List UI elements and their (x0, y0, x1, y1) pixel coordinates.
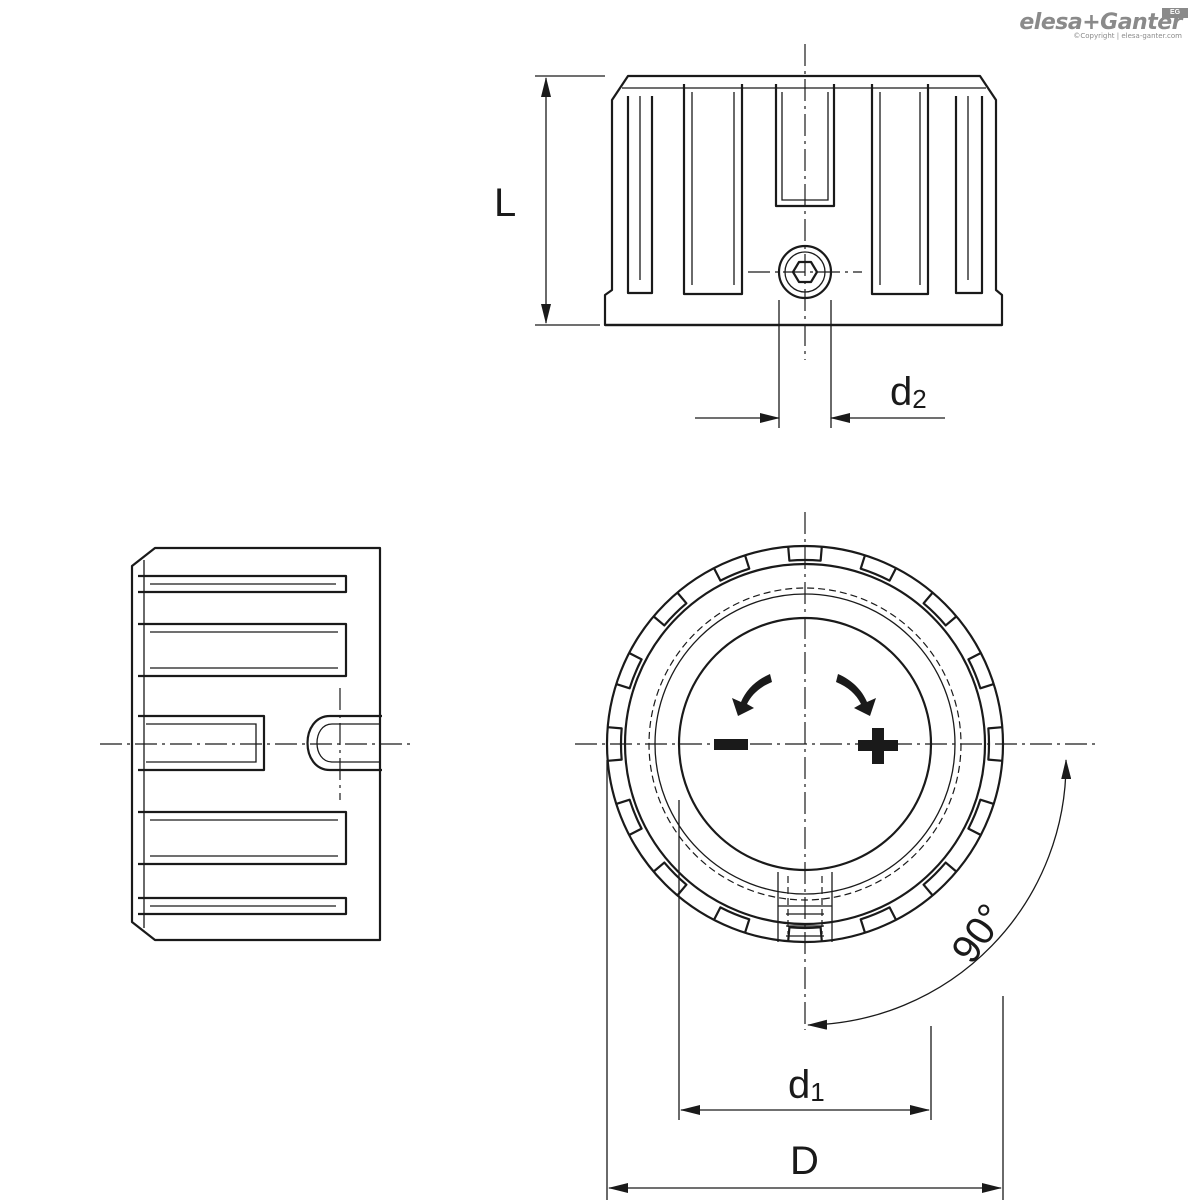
dimension-d1-label: d1 (788, 1063, 825, 1107)
ring-notch (652, 591, 688, 627)
side-flute (138, 622, 348, 678)
side-screw-boss (306, 714, 382, 772)
side-view-outline (130, 546, 382, 942)
ring-notch (652, 861, 688, 897)
ring-notch (922, 591, 958, 627)
side-view (100, 546, 410, 942)
front-view (603, 44, 1004, 360)
ring-notch (967, 651, 995, 690)
ring-notch (922, 861, 958, 897)
plus-symbol (858, 728, 898, 764)
logo-text: elesa+Ganter (1019, 10, 1182, 35)
angle-label: 90° (943, 896, 1014, 971)
dimension-D: D (608, 1139, 1002, 1193)
dimension-D-label: D (790, 1139, 819, 1183)
side-flute (138, 896, 348, 916)
dimension-d2-label: d2 (890, 370, 927, 414)
ring-notch (712, 906, 751, 934)
dimension-L: L (494, 75, 605, 326)
logo-badge: EG (1162, 8, 1188, 18)
ring-notch (712, 554, 751, 582)
front-flute (626, 96, 654, 295)
ring-notch (615, 798, 643, 837)
front-view-outline (603, 74, 1004, 327)
end-view (575, 512, 1100, 1030)
front-flute (954, 96, 984, 295)
front-flute (870, 84, 930, 296)
elesa-ganter-logo: elesa+Ganter ©Copyright | elesa-ganter.c… (1019, 8, 1188, 40)
rotate-ccw-icon (732, 674, 772, 716)
side-flute (138, 574, 348, 594)
dimension-d1: d1 (680, 1063, 930, 1115)
rotate-cw-icon (836, 674, 876, 716)
side-center-slot (138, 714, 266, 772)
front-flute (682, 84, 744, 296)
dimension-L-label: L (494, 181, 516, 225)
side-flute (138, 810, 348, 866)
ring-notch (615, 651, 643, 690)
logo-copyright: ©Copyright | elesa-ganter.com (1073, 32, 1182, 40)
dimension-d2: d2 (695, 300, 945, 428)
ring-notch (859, 554, 898, 582)
